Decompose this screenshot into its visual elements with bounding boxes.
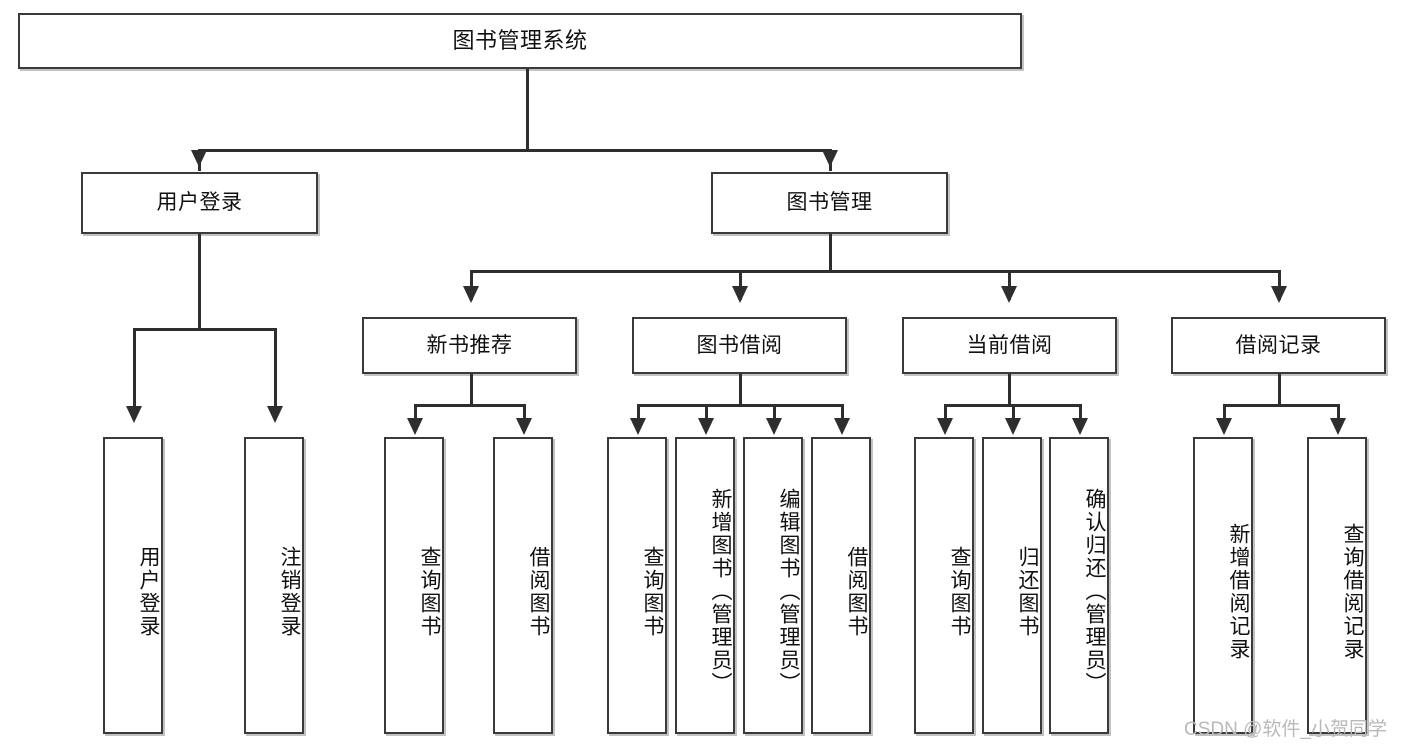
arrow-to-leaf-user-login (126, 406, 142, 423)
leaf-cb-return-book[interactable]: 归还图书 (982, 437, 1042, 734)
node-new-book-recommend[interactable]: 新书推荐 (362, 317, 577, 374)
connector-drop-leaf-user-login (133, 328, 136, 408)
connector-root-stem (526, 69, 529, 151)
arrow-to-book-management (822, 150, 838, 167)
arrow-to-cb-confirm-return (1072, 418, 1088, 435)
connector-drop-bb-3 (773, 404, 776, 422)
connector-borrow-record-bus (1223, 404, 1339, 407)
leaf-br-query-record[interactable]: 查询借阅记录 (1307, 437, 1367, 734)
leaf-nb-query-book[interactable]: 查询图书 (384, 437, 444, 734)
connector-book-borrow-stem (739, 374, 742, 406)
connector-book-mgmt-stem (829, 234, 832, 272)
node-root-library-system[interactable]: 图书管理系统 (18, 13, 1022, 69)
node-borrow-record[interactable]: 借阅记录 (1171, 317, 1386, 374)
arrow-to-bb-edit-book (766, 418, 782, 435)
connector-new-book-bus (414, 404, 526, 407)
connector-drop-new-book (470, 270, 473, 300)
connector-borrow-record-stem (1278, 374, 1281, 406)
arrow-to-cb-query-book (937, 418, 953, 435)
connector-drop-leaf-logout (274, 328, 277, 408)
connector-drop-cb-2 (1012, 404, 1015, 422)
leaf-logout[interactable]: 注销登录 (244, 437, 304, 734)
connector-book-borrow-bus (637, 404, 844, 407)
connector-user-login-stem (198, 234, 201, 330)
arrow-to-nb-borrow-book (516, 418, 532, 435)
node-user-login[interactable]: 用户登录 (81, 172, 318, 234)
connector-drop-book-borrow (739, 270, 742, 300)
leaf-nb-borrow-book[interactable]: 借阅图书 (493, 437, 553, 734)
arrow-to-current-borrow (1001, 286, 1017, 303)
arrow-to-br-query-record (1330, 418, 1346, 435)
arrow-to-br-add-record (1216, 418, 1232, 435)
arrow-to-bb-add-book (698, 418, 714, 435)
arrow-to-nb-query-book (407, 418, 423, 435)
arrow-to-leaf-logout (267, 406, 283, 423)
connector-new-book-stem (470, 374, 473, 406)
arrow-to-bb-borrow-book (834, 418, 850, 435)
connector-drop-bb-2 (705, 404, 708, 422)
connector-drop-cb-1 (944, 404, 947, 422)
watermark-text: CSDN @软件_小贺同学 (1184, 719, 1387, 740)
arrow-to-user-login (191, 150, 207, 167)
leaf-cb-query-book[interactable]: 查询图书 (914, 437, 974, 734)
connector-drop-cb-3 (1079, 404, 1082, 422)
arrow-to-borrow-record (1271, 286, 1287, 303)
leaf-cb-confirm-return[interactable]: 确认归还（管理员） (1049, 437, 1109, 734)
leaf-bb-borrow-book[interactable]: 借阅图书 (811, 437, 871, 734)
arrow-to-bb-query-book (630, 418, 646, 435)
connector-current-borrow-stem (1008, 374, 1011, 406)
connector-drop-bb-1 (637, 404, 640, 422)
connector-drop-current-borrow (1008, 270, 1011, 300)
leaf-bb-add-book[interactable]: 新增图书（管理员） (675, 437, 735, 734)
connector-drop-br-2 (1337, 404, 1340, 422)
arrow-to-cb-return-book (1005, 418, 1021, 435)
connector-user-login-bus (133, 328, 277, 331)
connector-drop-bb-4 (841, 404, 844, 422)
arrow-to-new-book-recommend (463, 286, 479, 303)
node-current-borrow[interactable]: 当前借阅 (902, 317, 1117, 374)
connector-drop-borrow-record (1278, 270, 1281, 300)
node-book-borrow[interactable]: 图书借阅 (632, 317, 847, 374)
leaf-bb-edit-book[interactable]: 编辑图书（管理员） (743, 437, 803, 734)
arrow-to-book-borrow (732, 286, 748, 303)
node-book-management[interactable]: 图书管理 (711, 172, 948, 234)
leaf-user-login[interactable]: 用户登录 (103, 437, 163, 734)
connector-drop-br-1 (1223, 404, 1226, 422)
leaf-br-add-record[interactable]: 新增借阅记录 (1193, 437, 1253, 734)
connector-root-bus (198, 149, 830, 152)
connector-drop-nb-1 (414, 404, 417, 422)
leaf-bb-query-book[interactable]: 查询图书 (607, 437, 667, 734)
connector-level3-bus (470, 270, 1279, 273)
connector-drop-nb-2 (523, 404, 526, 422)
